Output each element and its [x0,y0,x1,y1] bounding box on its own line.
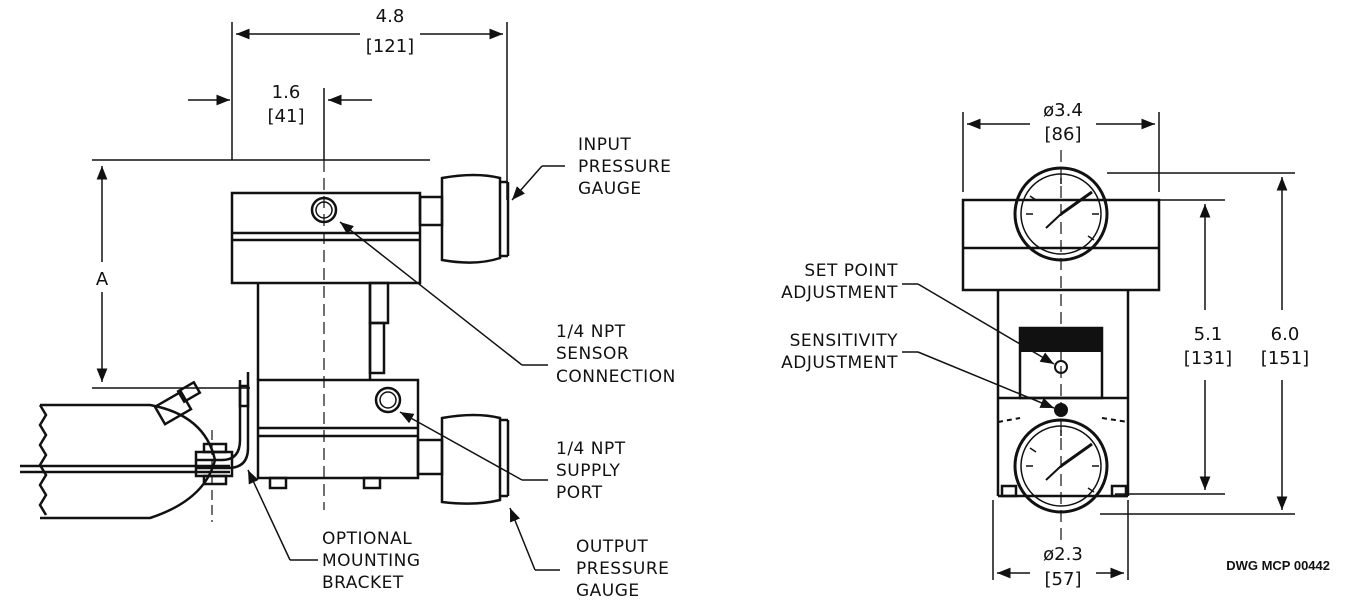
svg-text:PORT: PORT [556,483,603,503]
overall-width-value: 4.8 [376,6,405,27]
dimension-a [92,159,430,389]
overall-height-value: 6.0 [1271,324,1300,345]
svg-text:ADJUSTMENT: ADJUSTMENT [781,353,898,373]
pipe-section [20,380,230,520]
bottom-diameter-mm: [57] [1045,569,1082,590]
leader-lines [247,165,565,571]
svg-text:1/4 NPT: 1/4 NPT [556,322,626,342]
leader-lines-right [902,283,1055,409]
inner-height-mm: [131] [1184,348,1232,369]
mounting-bracket [194,372,250,486]
mid-body [256,281,390,380]
svg-text:PRESSURE: PRESSURE [576,559,669,579]
callout-output-gauge: OUTPUT PRESSURE GAUGE [576,537,669,601]
svg-text:OPTIONAL: OPTIONAL [322,529,412,549]
svg-text:PRESSURE: PRESSURE [578,157,671,177]
right-view: ø3.4 [86] [781,100,1330,590]
overall-height-mm: [151] [1261,348,1309,369]
callout-set-point: SET POINT ADJUSTMENT [781,261,898,303]
left-view: 4.8 [121] 1.6 [41] A [20,6,676,601]
svg-text:SENSOR: SENSOR [556,344,629,364]
dimension-heights [1100,172,1295,515]
top-diameter-value: ø3.4 [1043,100,1083,121]
svg-text:INPUT: INPUT [578,135,631,155]
dimension-bottom-diameter [992,500,1129,580]
svg-text:OUTPUT: OUTPUT [576,537,648,557]
svg-text:BRACKET: BRACKET [322,573,404,593]
inner-height-value: 5.1 [1194,324,1223,345]
svg-text:GAUGE: GAUGE [578,179,642,199]
callout-input-gauge: INPUT PRESSURE GAUGE [578,135,671,199]
drawing-number: DWG MCP 00442 [1226,558,1330,573]
dimension-offset [188,88,372,160]
callout-sensitivity: SENSITIVITY ADJUSTMENT [781,331,898,373]
svg-text:ADJUSTMENT: ADJUSTMENT [781,283,898,303]
upper-block [230,191,422,285]
svg-text:GAUGE: GAUGE [576,581,640,601]
dimension-top-diameter [962,112,1160,192]
svg-text:1/4 NPT: 1/4 NPT [556,439,626,459]
input-pressure-gauge [418,173,510,264]
overall-width-mm: [121] [366,36,414,57]
lower-block [256,378,420,490]
svg-text:SET POINT: SET POINT [804,261,898,281]
callout-mounting-bracket: OPTIONAL MOUNTING BRACKET [322,529,421,593]
hidden-line [997,417,1021,423]
bottom-diameter-value: ø2.3 [1043,544,1083,565]
svg-text:SUPPLY: SUPPLY [556,461,620,481]
dimension-overall-width [231,22,508,200]
svg-text:MOUNTING: MOUNTING [322,551,421,571]
callout-sensor-connection: 1/4 NPT SENSOR CONNECTION [556,322,676,387]
top-diameter-mm: [86] [1045,124,1082,145]
output-pressure-gauge [416,413,510,505]
offset-mm: [41] [268,106,305,127]
callout-supply-port: 1/4 NPT SUPPLY PORT [556,439,626,503]
offset-value: 1.6 [272,82,301,103]
hidden-line-2 [1101,417,1129,423]
svg-text:SENSITIVITY: SENSITIVITY [790,331,898,351]
dimension-a-label: A [96,269,109,290]
svg-text:CONNECTION: CONNECTION [556,367,676,387]
